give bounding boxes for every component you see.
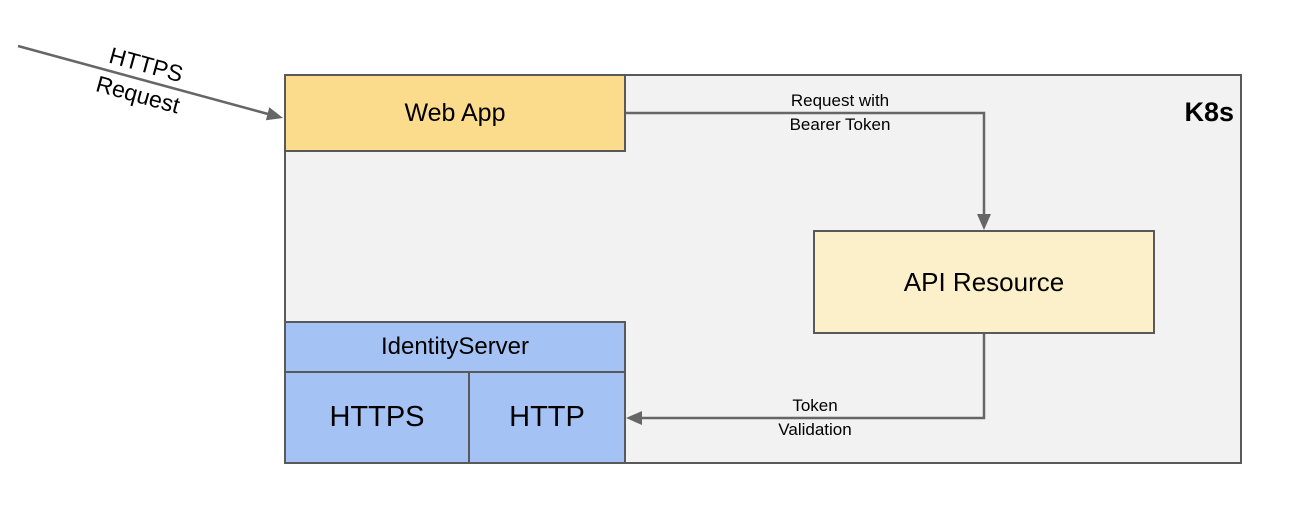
api-resource-node: API Resource [813, 230, 1155, 334]
identity-server-ports: HTTPS HTTP [286, 373, 624, 462]
web-app-label: Web App [404, 98, 506, 127]
api-resource-label: API Resource [903, 266, 1065, 297]
web-app-node: Web App [284, 74, 626, 152]
bearer-token-edge-label-line2: Bearer Token [789, 115, 891, 134]
identity-server-header: IdentityServer [286, 323, 624, 373]
https-request-label: HTTPS Request [57, 29, 228, 132]
k8s-label: K8s [1184, 97, 1234, 127]
token-validation-edge-label: Token Validation [715, 394, 915, 442]
http-port-label: HTTP [509, 401, 585, 433]
bearer-token-edge-label: Request with Bearer Token [740, 89, 940, 137]
identity-server-node: IdentityServer HTTPS HTTP [284, 321, 626, 464]
bearer-token-edge-label-line1: Request with [790, 91, 890, 110]
identity-server-port-https: HTTPS [286, 373, 470, 462]
token-validation-edge-label-line2: Validation [778, 420, 852, 439]
https-request-arrowhead [265, 107, 283, 121]
identity-server-port-http: HTTP [470, 373, 624, 462]
https-port-label: HTTPS [329, 401, 425, 433]
identity-server-label: IdentityServer [380, 333, 530, 360]
token-validation-edge-label-line1: Token [792, 396, 838, 415]
